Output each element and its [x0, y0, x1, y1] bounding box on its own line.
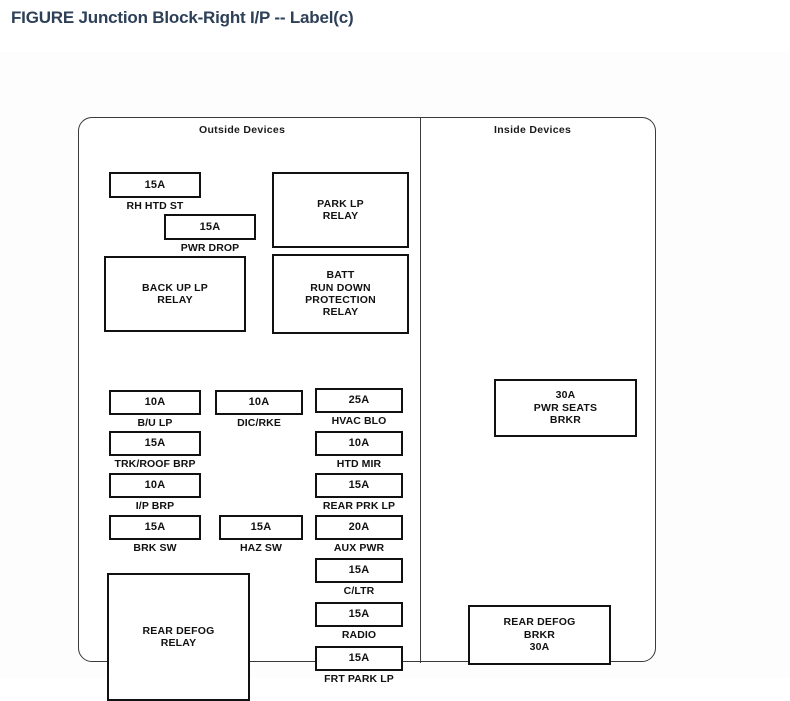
component-pwr-drop-line-1: 15A — [199, 220, 221, 233]
component-rear-prk-lp-line-1: 15A — [348, 479, 370, 492]
caption-trk-roof-brp: TRK/ROOF BRP — [114, 458, 196, 470]
junction-block-diagram: Outside Devices Inside Devices 15A RH HTD… — [0, 52, 790, 701]
component-trk-roof-brp[interactable]: 15A — [109, 431, 201, 456]
component-brk-sw[interactable]: 15A — [109, 515, 201, 540]
component-batt-run-down-protection-relay-line-1: BATT — [326, 269, 355, 282]
component-batt-run-down-protection-relay-line-2: RUN DOWN — [310, 281, 371, 294]
component-park-lp-relay-line-1: PARK LP — [317, 197, 364, 210]
component-back-up-lp-relay-line-2: RELAY — [157, 294, 193, 306]
caption-htd-mir: HTD MIR — [336, 458, 382, 470]
component-pwr-seats-brkr-line-3: BRKR — [549, 414, 582, 427]
component-rear-defog-relay-line-1: REAR DEFOG — [142, 624, 215, 637]
component-rear-defog-brkr-line-3: 30A — [529, 641, 550, 654]
component-haz-sw-line-1: 15A — [250, 521, 272, 534]
component-rear-defog-brkr-line-1: REAR DEFOG — [503, 616, 576, 629]
component-dic-rke[interactable]: 10A — [215, 390, 303, 415]
page-title: FIGURE Junction Block-Right I/P -- Label… — [11, 8, 354, 27]
component-rear-defog-relay-line-2: RELAY — [160, 637, 197, 649]
component-i-p-brp[interactable]: 10A — [109, 473, 201, 498]
caption-dic-rke: DIC/RKE — [237, 417, 281, 429]
caption-haz-sw: HAZ SW — [239, 542, 283, 554]
caption-frt-park-lp: FRT PARK LP — [324, 673, 394, 685]
component-rear-prk-lp[interactable]: 15A — [315, 473, 403, 498]
caption-brk-sw: BRK SW — [133, 542, 177, 554]
component-c-ltr-line-1: 15A — [348, 564, 370, 577]
component-pwr-seats-brkr-line-2: PWR SEATS — [533, 401, 598, 414]
section-header-inside-devices: Inside Devices — [494, 124, 572, 136]
component-htd-mir-line-1: 10A — [348, 437, 370, 450]
component-frt-park-lp[interactable]: 15A — [315, 646, 403, 671]
component-htd-mir[interactable]: 10A — [315, 431, 403, 456]
section-header-outside-devices: Outside Devices — [199, 124, 286, 136]
component-batt-run-down-protection-relay-line-4: RELAY — [322, 306, 359, 319]
component-b-u-lp[interactable]: 10A — [109, 390, 201, 415]
component-brk-sw-line-1: 15A — [144, 521, 166, 534]
component-pwr-drop[interactable]: 15A — [164, 214, 256, 240]
component-frt-park-lp-line-1: 15A — [348, 652, 370, 665]
caption-radio: RADIO — [341, 629, 377, 641]
caption-rh-htd-st: RH HTD ST — [126, 200, 184, 212]
component-trk-roof-brp-line-1: 15A — [144, 437, 166, 450]
section-divider — [420, 118, 421, 663]
caption-pwr-drop: PWR DROP — [180, 242, 240, 254]
component-b-u-lp-line-1: 10A — [144, 396, 166, 409]
caption-b-u-lp: B/U LP — [137, 417, 173, 429]
caption-i-p-brp: I/P BRP — [135, 500, 175, 512]
caption-c-ltr: C/LTR — [343, 585, 375, 597]
component-rear-defog-brkr-line-2: BRKR — [523, 628, 556, 641]
component-rh-htd-st[interactable]: 15A — [109, 172, 201, 198]
component-radio-line-1: 15A — [348, 608, 370, 621]
component-hvac-blo[interactable]: 25A — [315, 388, 403, 413]
component-rh-htd-st-line-1: 15A — [144, 178, 166, 191]
component-dic-rke-line-1: 10A — [248, 396, 270, 409]
component-c-ltr[interactable]: 15A — [315, 558, 403, 583]
component-aux-pwr[interactable]: 20A — [315, 515, 403, 540]
component-aux-pwr-line-1: 20A — [348, 521, 370, 534]
junction-block-frame: Outside Devices Inside Devices 15A RH HTD… — [78, 117, 656, 701]
component-i-p-brp-line-1: 10A — [144, 479, 166, 492]
caption-hvac-blo: HVAC BLO — [331, 415, 387, 427]
component-haz-sw[interactable]: 15A — [219, 515, 303, 540]
component-park-lp-relay-line-2: RELAY — [322, 210, 359, 222]
component-radio[interactable]: 15A — [315, 602, 403, 627]
component-pwr-seats-brkr-line-1: 30A — [555, 389, 576, 402]
caption-aux-pwr: AUX PWR — [333, 542, 385, 554]
caption-rear-prk-lp: REAR PRK LP — [322, 500, 396, 512]
component-back-up-lp-relay-line-1: BACK UP LP — [142, 281, 208, 294]
component-hvac-blo-line-1: 25A — [348, 394, 370, 407]
component-batt-run-down-protection-relay-line-3: PROTECTION — [305, 294, 376, 306]
